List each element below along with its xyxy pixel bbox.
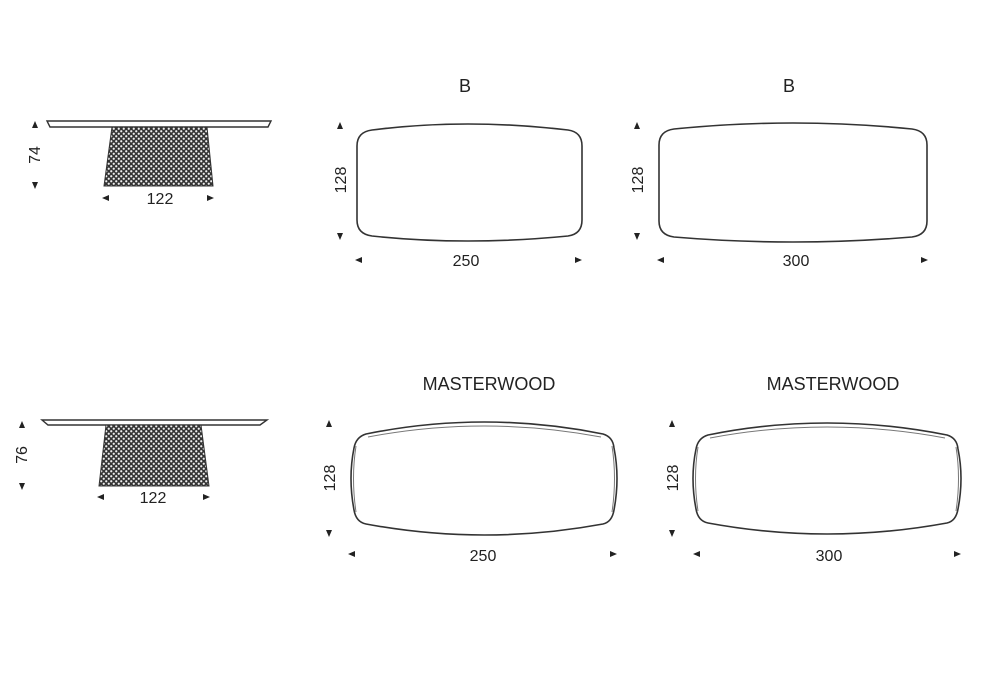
arrow-right-icon	[921, 257, 928, 263]
base-width-label: 122	[147, 191, 174, 208]
arrow-down-icon	[669, 530, 675, 537]
arrow-left-icon	[348, 551, 355, 557]
top-view-masterwood-250: MASTERWOOD 128 250	[322, 374, 618, 565]
arrow-right-icon	[954, 551, 961, 557]
width-label: 128	[665, 465, 682, 492]
table-outline	[658, 122, 928, 243]
side-view-row1: 74 122	[27, 120, 273, 208]
arrow-up-icon	[669, 420, 675, 427]
side-view-row2: 76 122	[14, 419, 270, 507]
arrow-right-icon	[575, 257, 582, 263]
length-label: 300	[816, 548, 843, 565]
arrow-up-icon	[337, 122, 343, 129]
arrow-up-icon	[19, 421, 25, 428]
arrow-down-icon	[337, 233, 343, 240]
arrow-left-icon	[693, 551, 700, 557]
arrow-left-icon	[97, 494, 104, 500]
length-label: 250	[470, 548, 497, 565]
table-outline	[356, 123, 583, 242]
base-width-label: 122	[140, 490, 167, 507]
arrow-left-icon	[102, 195, 109, 201]
arrow-right-icon	[610, 551, 617, 557]
table-edge	[695, 426, 959, 512]
shape-label: MASTERWOOD	[767, 374, 900, 394]
shape-label: B	[783, 76, 795, 96]
arrow-up-icon	[634, 122, 640, 129]
top-view-b-300: B 128 300	[630, 76, 928, 270]
arrow-left-icon	[355, 257, 362, 263]
table-outline	[692, 422, 962, 535]
arrow-down-icon	[32, 182, 38, 189]
height-label: 76	[14, 446, 31, 464]
arrow-right-icon	[203, 494, 210, 500]
arrow-up-icon	[32, 121, 38, 128]
shape-label: MASTERWOOD	[423, 374, 556, 394]
length-label: 300	[783, 253, 810, 270]
top-view-masterwood-300: MASTERWOOD 128 300	[665, 374, 962, 565]
arrow-up-icon	[326, 420, 332, 427]
table-outline	[350, 421, 618, 536]
height-label: 74	[27, 146, 44, 164]
length-label: 250	[453, 253, 480, 270]
table-top-slab	[40, 419, 270, 426]
arrow-down-icon	[634, 233, 640, 240]
width-label: 128	[322, 465, 339, 492]
mesh-base	[103, 126, 214, 187]
table-top-slab	[45, 120, 273, 128]
arrow-down-icon	[19, 483, 25, 490]
arrow-right-icon	[207, 195, 214, 201]
arrow-left-icon	[657, 257, 664, 263]
top-view-b-250: B 128 250	[333, 76, 583, 270]
table-edge	[353, 425, 615, 513]
mesh-base	[98, 424, 210, 487]
width-label: 128	[630, 167, 647, 194]
width-label: 128	[333, 167, 350, 194]
shape-label: B	[459, 76, 471, 96]
arrow-down-icon	[326, 530, 332, 537]
